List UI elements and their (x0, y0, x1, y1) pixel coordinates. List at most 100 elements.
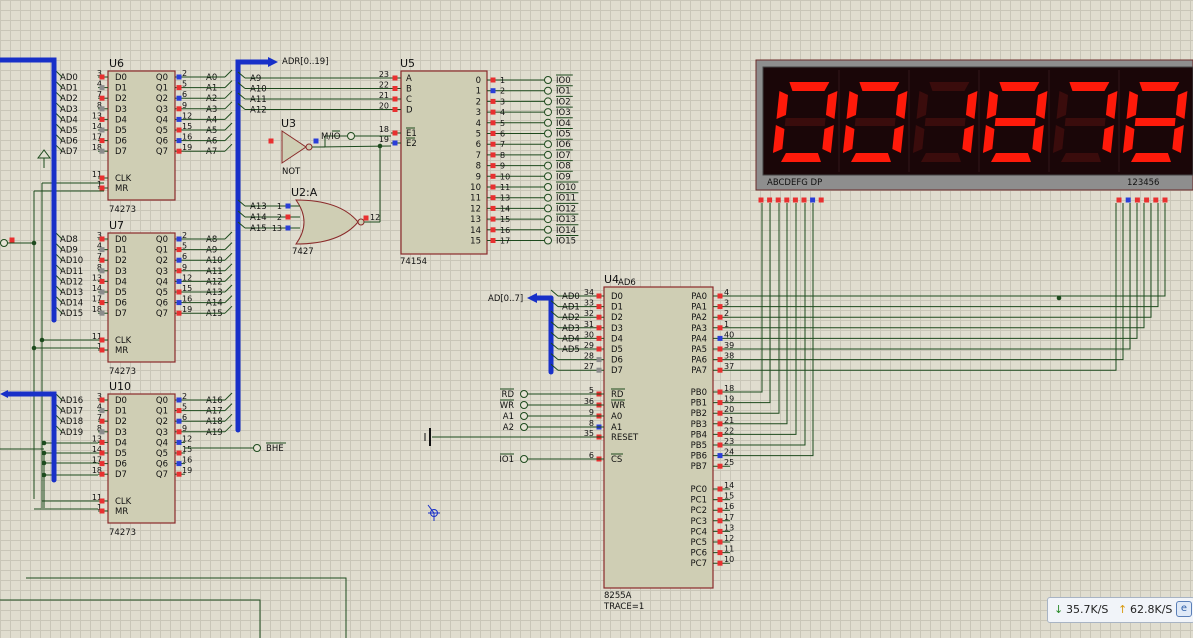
terminal (253, 444, 261, 452)
pin-marker (176, 236, 182, 242)
pin-marker (717, 560, 723, 566)
pin-number: 2 (500, 87, 505, 96)
terminal (544, 118, 552, 127)
pin-name: D7 (611, 366, 623, 376)
segment-g (1134, 118, 1176, 126)
segment-c (1102, 125, 1114, 153)
pin-marker (490, 184, 496, 190)
pin-marker (99, 127, 105, 133)
pin-number: 6 (182, 252, 187, 261)
pin-number: 18 (92, 466, 102, 475)
bus-entry (55, 134, 63, 141)
pin-number: 12 (724, 534, 734, 543)
port-pin-name: PB7 (691, 462, 707, 472)
display-digit-pin (1153, 197, 1159, 203)
pin-name: D2 (115, 94, 127, 104)
pin-number: 20 (379, 102, 389, 111)
pin-name: 5 (476, 130, 481, 140)
pin-number: 22 (379, 81, 389, 90)
bus-entry (224, 263, 233, 272)
port-pin-name: PB0 (691, 388, 707, 398)
pin-marker (717, 335, 723, 341)
pin-marker (176, 461, 182, 467)
bus-signal-label: AD17 (60, 407, 83, 417)
pin-marker (490, 98, 496, 104)
pin-name: 9 (476, 172, 481, 182)
bus-entry (55, 414, 63, 422)
segment-a (789, 82, 830, 91)
wire (26, 577, 347, 638)
not-gate-u3 (281, 130, 307, 164)
bus-arrow (527, 293, 537, 303)
pin-marker (490, 77, 496, 83)
bus-entry (55, 123, 63, 131)
bus-signal-label: AD10 (60, 256, 83, 266)
pb-to-segment-wire (730, 203, 797, 435)
port-pin-name: PA3 (691, 324, 707, 334)
pin-number: 5 (589, 386, 594, 395)
pin-number: 2 (724, 309, 729, 318)
junction-dot (41, 440, 47, 446)
ad-bus-u10 (5, 391, 57, 483)
bus-entry (55, 425, 63, 433)
segment-b (1175, 91, 1188, 119)
bus-signal-label: A10 (206, 256, 223, 266)
display-segment-pin (767, 197, 773, 203)
pin-marker (176, 397, 182, 403)
pin-marker (99, 74, 105, 80)
pin-name: D0 (115, 73, 127, 83)
pin-number: 4 (97, 403, 102, 412)
bus-entry (55, 285, 63, 293)
bus-entry (224, 392, 233, 401)
pin-number: 2 (182, 69, 187, 78)
pin-number: 4 (724, 288, 729, 297)
pin-marker (99, 175, 105, 181)
display-segment-pin (818, 197, 824, 203)
output-label: IO3 (556, 108, 571, 118)
bus-entry (237, 199, 246, 207)
pin-number: 4 (97, 80, 102, 89)
bus-signal-label: AD7 (60, 147, 78, 157)
pin-name: 2 (476, 97, 481, 107)
pin-name: Q7 (156, 147, 168, 157)
segment-f (1126, 91, 1139, 119)
pin-number: 19 (182, 143, 192, 152)
bus-entry (237, 221, 246, 229)
browser-icon[interactable]: e (1176, 601, 1192, 617)
pin-marker (176, 74, 182, 80)
pin-marker (99, 337, 105, 343)
chip-part: 7427 (292, 247, 314, 257)
pin-number: 35 (584, 429, 594, 438)
segment-d (1130, 153, 1171, 162)
pin-number: 10 (500, 172, 510, 181)
output-label: IO6 (556, 140, 571, 150)
bus-signal-label: AD18 (60, 417, 83, 427)
segment-f (776, 91, 789, 119)
bus-signal-label: A15 (250, 224, 267, 234)
chip-part: 8255A (604, 591, 632, 601)
port-pin-name: PB5 (691, 441, 707, 451)
pin-marker (9, 237, 15, 243)
pin-marker (596, 367, 602, 373)
terminal (544, 108, 552, 117)
bus-signal-label: AD4 (562, 334, 580, 344)
pin-name: C (406, 95, 412, 105)
pin-name: D2 (115, 256, 127, 266)
port-pin-name: PA0 (691, 292, 707, 302)
pin-number: 18 (92, 143, 102, 152)
pin-name: Q7 (156, 309, 168, 319)
bus-entry (224, 231, 233, 240)
pin-marker (99, 439, 105, 445)
pin-marker (596, 314, 602, 320)
pin-name: 3 (476, 108, 481, 118)
segment-b (965, 91, 978, 119)
pin-number: 12 (182, 434, 192, 443)
pin-number: 8 (97, 424, 102, 433)
pin-number: 9 (500, 162, 505, 171)
pin-name: D4 (115, 115, 127, 125)
pin-marker (596, 357, 602, 363)
terminal (544, 86, 552, 95)
latch-u10 (107, 393, 176, 524)
pin-marker (392, 75, 398, 81)
